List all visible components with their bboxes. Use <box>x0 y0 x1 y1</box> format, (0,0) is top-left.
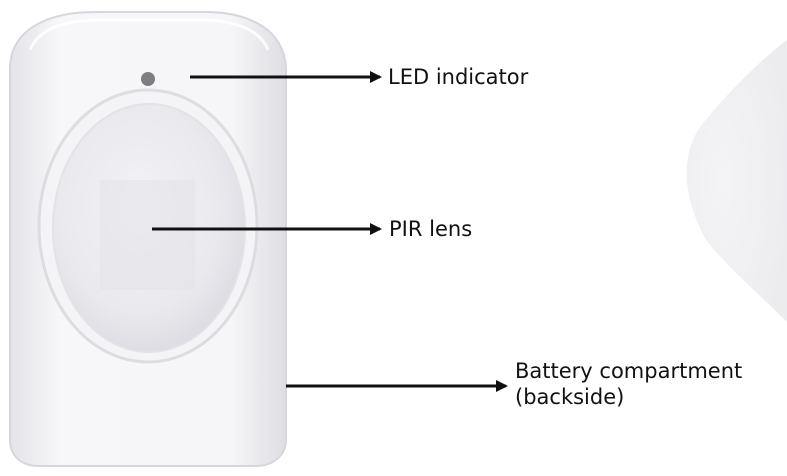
sensor-top-highlight <box>28 18 270 51</box>
lens-facet <box>100 180 195 290</box>
background-shape <box>686 40 787 322</box>
pir-lens-label: PIR lens <box>389 217 473 241</box>
led-indicator <box>141 72 155 86</box>
battery-compartment-label: Battery compartment <box>515 359 743 383</box>
led-indicator-label: LED indicator <box>388 65 529 89</box>
battery-backside-label: (backside) <box>515 385 625 409</box>
